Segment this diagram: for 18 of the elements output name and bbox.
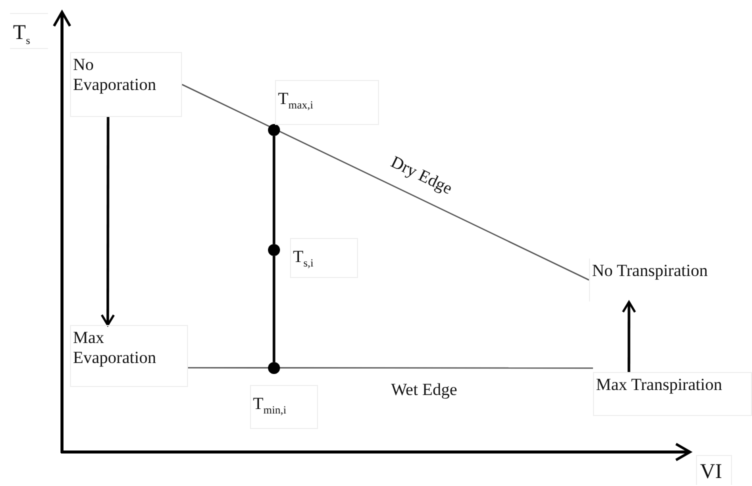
state-label: No Transpiration [589,258,744,302]
state-label: Max Transpiration [593,372,752,416]
point-marker [268,244,280,256]
state-label: Max Evaporation [70,325,188,387]
line [272,256,276,362]
line [182,84,590,281]
point-label: T$_{max,i}$ [275,80,379,125]
arrow [100,117,115,326]
state-label: No Evaporation [70,52,182,117]
axis-label: VI [696,455,732,485]
arrow [622,300,636,372]
point-label: T$_{min,i}$ [250,385,318,429]
point-marker [268,362,280,374]
axis-label: T$_{s}$ [10,13,48,49]
point-marker [268,124,280,136]
point-label: T$_{s,i}$ [290,238,358,278]
line [188,367,593,369]
line [272,136,276,244]
